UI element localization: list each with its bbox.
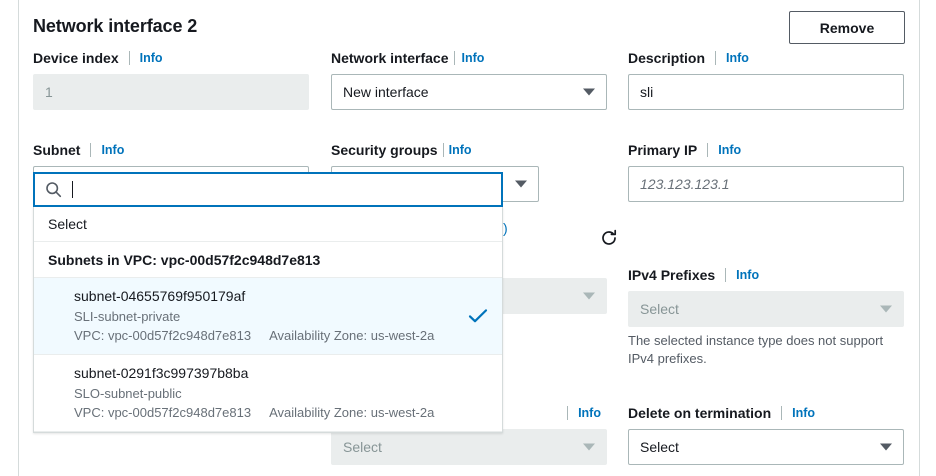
delete-on-termination-info-link[interactable]: Info — [792, 406, 816, 420]
chevron-down-icon — [880, 305, 892, 313]
field-ipv6-prefixes: Info Select — [331, 403, 607, 465]
subnet-option-id: subnet-04655769f950179af — [74, 288, 246, 304]
network-interface-label: Network interface — [331, 50, 449, 66]
primary-ip-placeholder: 123.123.123.1 — [640, 176, 730, 192]
search-icon — [45, 181, 62, 198]
subnet-option-vpc: VPC: vpc-00d57f2c948d7e813 — [74, 328, 252, 343]
ipv4-prefixes-placeholder: Select — [640, 301, 679, 317]
description-info-link[interactable]: Info — [726, 51, 749, 65]
description-input[interactable]: sli — [628, 74, 904, 110]
network-interface-card: Network interface 2 Remove Device index … — [33, 0, 905, 476]
ipv6-prefixes-info-link[interactable]: Info — [578, 406, 601, 420]
remove-button[interactable]: Remove — [789, 11, 905, 44]
subnet-label-row: Subnet Info — [33, 140, 309, 160]
text-cursor — [72, 181, 73, 198]
subnet-info-link[interactable]: Info — [101, 143, 125, 157]
ipv4-prefixes-select: Select — [628, 291, 904, 327]
description-label-row: Description Info — [628, 48, 904, 68]
device-index-info-link[interactable]: Info — [139, 51, 163, 65]
list-item[interactable]: subnet-0291f3c997397b8ba SLO-subnet-publ… — [34, 355, 502, 432]
card-header: Network interface 2 Remove — [33, 11, 905, 46]
label-divider — [567, 406, 569, 420]
label-divider — [781, 406, 783, 420]
label-divider — [442, 143, 444, 157]
delete-on-termination-select[interactable]: Select — [628, 429, 904, 465]
subnet-dropdown: Select Subnets in VPC: vpc-00d57f2c948d7… — [33, 172, 503, 433]
label-divider — [90, 143, 92, 157]
ipv6-prefixes-placeholder: Select — [343, 439, 382, 455]
list-item[interactable]: subnet-04655769f950179af SLI-subnet-priv… — [34, 278, 502, 355]
subnet-option-id: subnet-0291f3c997397b8ba — [74, 365, 249, 381]
ipv6-prefixes-label-row: Info — [331, 403, 607, 423]
refresh-icon[interactable] — [595, 224, 623, 252]
panel-right-border — [919, 0, 920, 476]
page-title: Network interface 2 — [33, 16, 198, 36]
subnet-search-box[interactable] — [33, 172, 503, 207]
primary-ip-label-row: Primary IP Info — [628, 140, 904, 160]
subnet-option-select-none[interactable]: Select — [34, 207, 502, 242]
primary-ip-info-link[interactable]: Info — [718, 143, 742, 157]
network-interface-info-link[interactable]: Info — [461, 51, 485, 65]
subnet-option-name: SLO-subnet-public — [74, 386, 182, 401]
field-network-interface: Network interface Info New interface — [331, 48, 607, 110]
chevron-down-icon — [880, 443, 892, 451]
subnet-option-name: SLI-subnet-private — [74, 309, 181, 324]
field-delete-on-termination: Delete on termination Info Select — [628, 403, 904, 465]
delete-on-termination-label-row: Delete on termination Info — [628, 403, 904, 423]
security-groups-label: Security groups — [331, 142, 438, 158]
subnet-label: Subnet — [33, 142, 81, 158]
subnet-option-az: Availability Zone: us-west-2a — [269, 405, 435, 420]
chevron-down-icon — [583, 443, 595, 451]
chevron-down-icon — [583, 88, 595, 96]
create-security-group-link-fragment[interactable]: ) — [503, 220, 508, 236]
ipv4-prefixes-helper-text: The selected instance type does not supp… — [628, 333, 884, 366]
chevron-down-icon — [583, 292, 595, 300]
subnet-option-meta: VPC: vpc-00d57f2c948d7e813 Availability … — [74, 403, 462, 422]
check-icon — [468, 308, 488, 324]
security-groups-info-link[interactable]: Info — [448, 143, 472, 157]
field-device-index: Device index Info 1 — [33, 48, 309, 110]
network-interface-select[interactable]: New interface — [331, 74, 607, 110]
primary-ip-label: Primary IP — [628, 142, 698, 158]
ipv4-prefixes-label: IPv4 Prefixes — [628, 267, 716, 283]
device-index-label-row: Device index Info — [33, 48, 309, 68]
delete-on-termination-value: Select — [640, 439, 679, 455]
subnet-option-vpc: VPC: vpc-00d57f2c948d7e813 — [74, 405, 252, 420]
chevron-down-icon — [515, 180, 527, 188]
device-index-label: Device index — [33, 50, 119, 66]
ipv4-prefixes-label-row: IPv4 Prefixes Info — [628, 265, 904, 285]
label-divider — [715, 51, 717, 65]
device-index-value: 1 — [45, 84, 53, 100]
security-groups-label-row: Security groups Info — [331, 140, 607, 160]
label-divider — [128, 51, 130, 65]
panel-left-border — [18, 0, 19, 476]
network-interface-label-row: Network interface Info — [331, 48, 607, 68]
label-divider — [707, 143, 709, 157]
label-divider — [454, 51, 456, 65]
description-label: Description — [628, 50, 706, 66]
subnet-dropdown-panel: Select Subnets in VPC: vpc-00d57f2c948d7… — [33, 207, 503, 433]
delete-on-termination-label: Delete on termination — [628, 405, 772, 421]
field-description: Description Info sli — [628, 48, 904, 110]
field-primary-ip: Primary IP Info 123.123.123.1 — [628, 140, 904, 202]
label-divider — [725, 268, 727, 282]
primary-ip-input[interactable]: 123.123.123.1 — [628, 166, 904, 202]
network-interface-value: New interface — [343, 84, 429, 100]
device-index-input[interactable]: 1 — [33, 74, 309, 110]
subnet-option-meta: VPC: vpc-00d57f2c948d7e813 Availability … — [74, 326, 462, 345]
ipv4-prefixes-info-link[interactable]: Info — [736, 268, 760, 282]
field-ipv4-prefixes: IPv4 Prefixes Info Select The selected i… — [628, 265, 904, 368]
description-value: sli — [640, 84, 654, 100]
ipv6-prefixes-select: Select — [331, 429, 607, 465]
subnet-option-az: Availability Zone: us-west-2a — [269, 328, 435, 343]
subnet-group-header: Subnets in VPC: vpc-00d57f2c948d7e813 — [34, 242, 502, 278]
